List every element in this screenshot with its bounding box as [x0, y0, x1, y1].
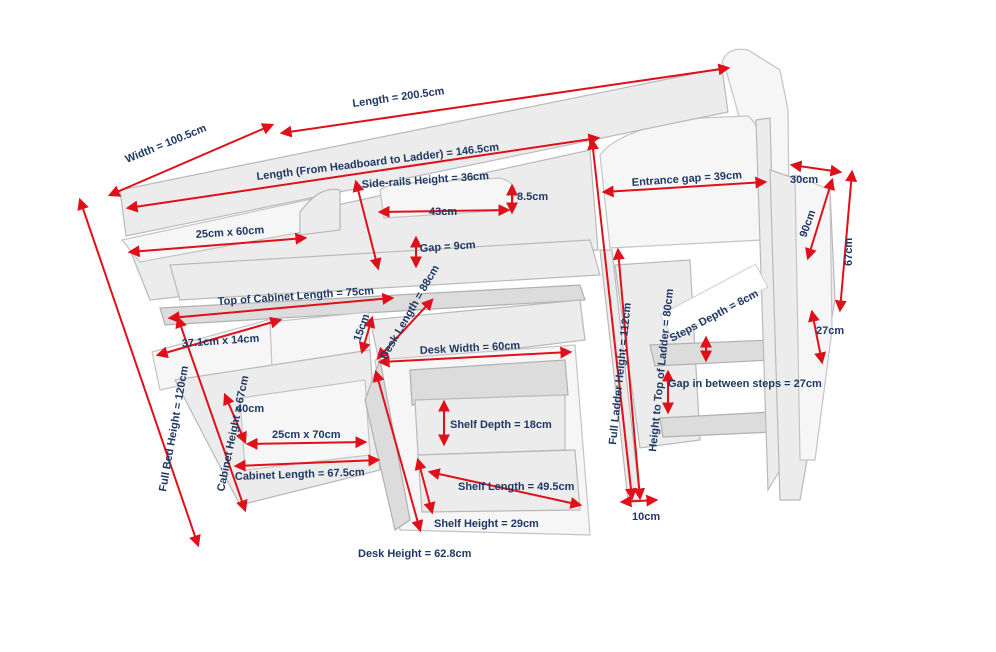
- label-shelf-top: 25cm x 60cm: [195, 224, 264, 241]
- label-length: Length = 200.5cm: [352, 85, 446, 110]
- label-shelf-length: Shelf Length = 49.5cm: [458, 481, 575, 493]
- label-cabinet-shelf: 25cm x 70cm: [272, 429, 341, 441]
- label-cutout-width: 43cm: [429, 206, 457, 218]
- dim-desk-width: [377, 346, 573, 368]
- label-desk-width: Desk Width = 60cm: [420, 340, 521, 357]
- dim-shelf-length: [427, 468, 583, 509]
- dim-height-top-ladder: [612, 247, 646, 501]
- dim-top-cabinet: [167, 292, 395, 324]
- dim-side-depth: [789, 160, 843, 177]
- dim-cabinet-depth: [223, 392, 247, 445]
- dim-side-height: [834, 169, 858, 313]
- label-ladder-width: 10cm: [632, 511, 660, 523]
- label-width: Width = 100.5cm: [124, 122, 209, 166]
- label-gap-between-steps: Gap in between steps = 27cm: [668, 378, 822, 390]
- dim-desk-height: [372, 369, 424, 533]
- label-cabinet-depth: 40cm: [236, 403, 264, 415]
- dim-cabinet-shelf: [245, 436, 368, 450]
- dim-ladder-width: [619, 494, 659, 508]
- dim-length: [279, 63, 731, 138]
- label-desk-height: Desk Height = 62.8cm: [358, 548, 472, 560]
- label-drawer-size: 37.1cm x 14cm: [181, 333, 260, 350]
- label-step-gap-side: 27cm: [816, 325, 844, 337]
- steps-depth-label-box: [659, 263, 769, 339]
- dim-drawer-height: [358, 315, 376, 355]
- label-side-height: 67cm: [843, 238, 855, 266]
- dim-length-headboard-ladder: [125, 133, 601, 213]
- dim-cabinet-length: [233, 454, 381, 472]
- dim-cutout-width: [377, 204, 511, 218]
- label-gap: Gap = 9cm: [419, 239, 476, 255]
- dim-side-length: [805, 177, 835, 261]
- dim-step-gap-side: [807, 309, 827, 365]
- label-cabinet-length: Cabinet Length = 67.5cm: [235, 466, 365, 483]
- label-side-depth: 30cm: [790, 174, 818, 186]
- label-shelf-depth: Shelf Depth = 18cm: [450, 419, 552, 431]
- label-cutout-height: 8.5cm: [517, 191, 548, 203]
- dimension-lines: [77, 63, 858, 548]
- dim-side-rails: [352, 179, 382, 271]
- label-shelf-height: Shelf Height = 29cm: [434, 518, 539, 530]
- dim-cabinet-height: [175, 315, 248, 513]
